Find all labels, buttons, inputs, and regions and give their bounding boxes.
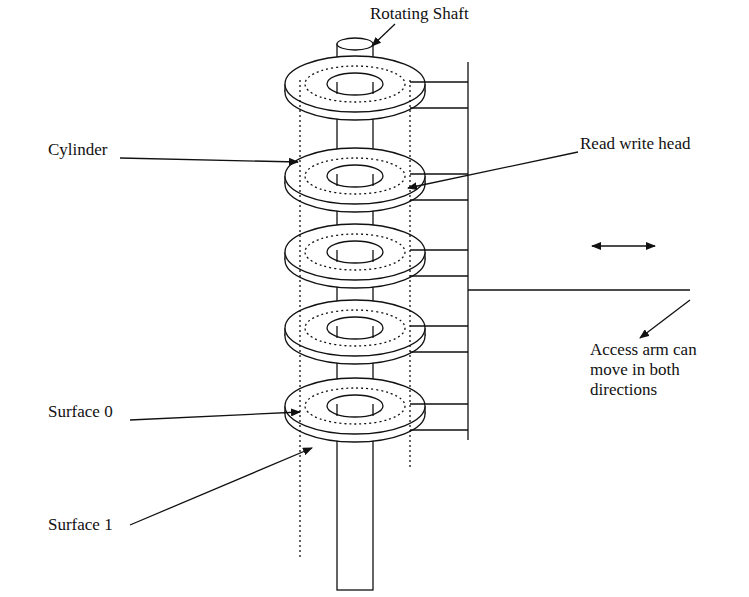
leader-arrow [372,24,395,46]
shaft-through-hole [372,250,373,262]
shaft-through-hole [372,326,373,338]
part-label: Surface 1 [48,515,113,535]
track [305,234,405,270]
platter-hole [327,395,383,417]
shaft-through-hole [336,326,337,338]
platter-hole [327,73,383,95]
access-arm [468,289,690,290]
head-arm [410,173,468,174]
platter [285,224,425,280]
head-arm [410,81,468,82]
shaft-through-hole [372,174,373,186]
note-label: Access arm can move in both directions [590,340,712,400]
leader-arrow [640,300,690,338]
platter-hole [327,165,383,187]
track [305,388,405,424]
platter [285,378,425,434]
leader-arrow [130,412,300,420]
head-arm [410,325,468,326]
head-arm [410,351,468,352]
platter [285,56,425,112]
head-arm [410,199,468,200]
head-arm [410,107,468,108]
motion-arrow [592,245,655,246]
platter [285,148,425,204]
shaft-through-hole [336,82,337,94]
leader-arrow [120,158,298,162]
part-label: Rotating Shaft [370,4,469,24]
track [305,158,405,194]
access-arm [467,62,468,440]
track [305,66,405,102]
leader-arrow [408,152,578,188]
head-arm [410,275,468,276]
platters [285,56,425,442]
head-arm [410,249,468,250]
shaft-through-hole [336,174,337,186]
part-label: Surface 0 [48,402,113,422]
shaft-through-hole [372,404,373,416]
read-write-heads [410,82,468,430]
platter-hole [327,317,383,339]
shaft-through-hole [372,82,373,94]
head-arm [410,429,468,430]
cylinder-line [299,80,300,560]
head-arm [410,403,468,404]
leader-arrow [130,448,312,525]
platter-hole [327,241,383,263]
cylinder-line [409,80,410,470]
shaft-through-hole [336,404,337,416]
shaft-top [337,38,373,50]
shaft-through-hole [336,250,337,262]
part-label: Read write head [580,134,690,154]
track [305,310,405,346]
platter [285,300,425,356]
part-label: Cylinder [48,140,108,160]
